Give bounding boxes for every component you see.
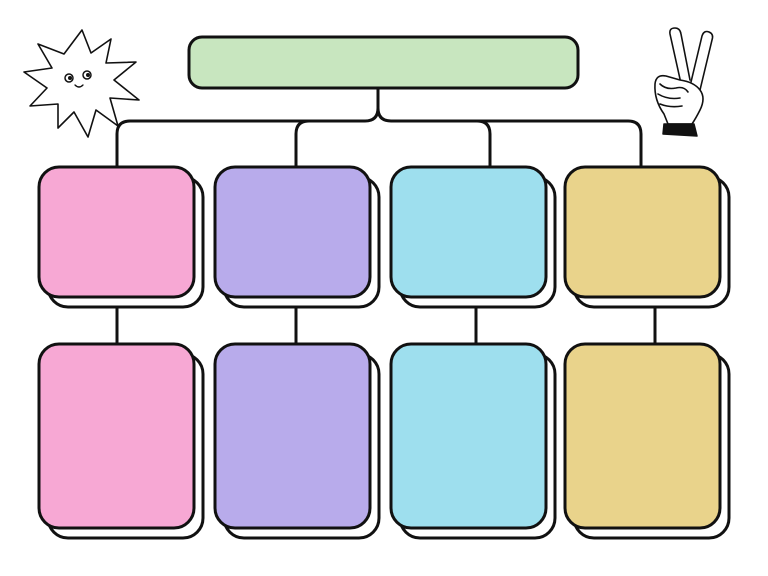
peace-sign-hand-icon [654,27,714,137]
trunk-connector-right [376,106,643,169]
box-blue-top [389,165,557,309]
branch-connector-2 [294,119,311,169]
smiling-star-icon [23,29,140,138]
box-shape [389,165,548,299]
box-shape [213,342,372,530]
box-shape [213,165,372,299]
box-pink-top [37,165,205,309]
trunk-connector [115,86,380,169]
box-blue-bottom [389,342,557,540]
branch-connector-3 [475,119,492,169]
box-shape [37,165,196,299]
box-purple-bottom [213,342,381,540]
box-shape [563,165,722,299]
top-box-shape [187,35,580,90]
column-boxes [37,165,731,540]
box-yellow-bottom [563,342,731,540]
box-shape [37,342,196,530]
box-purple-top [213,165,381,309]
box-pink-bottom [37,342,205,540]
box-yellow-top [563,165,731,309]
box-shape [389,342,548,530]
box-shape [563,342,722,530]
top-box [187,35,580,90]
